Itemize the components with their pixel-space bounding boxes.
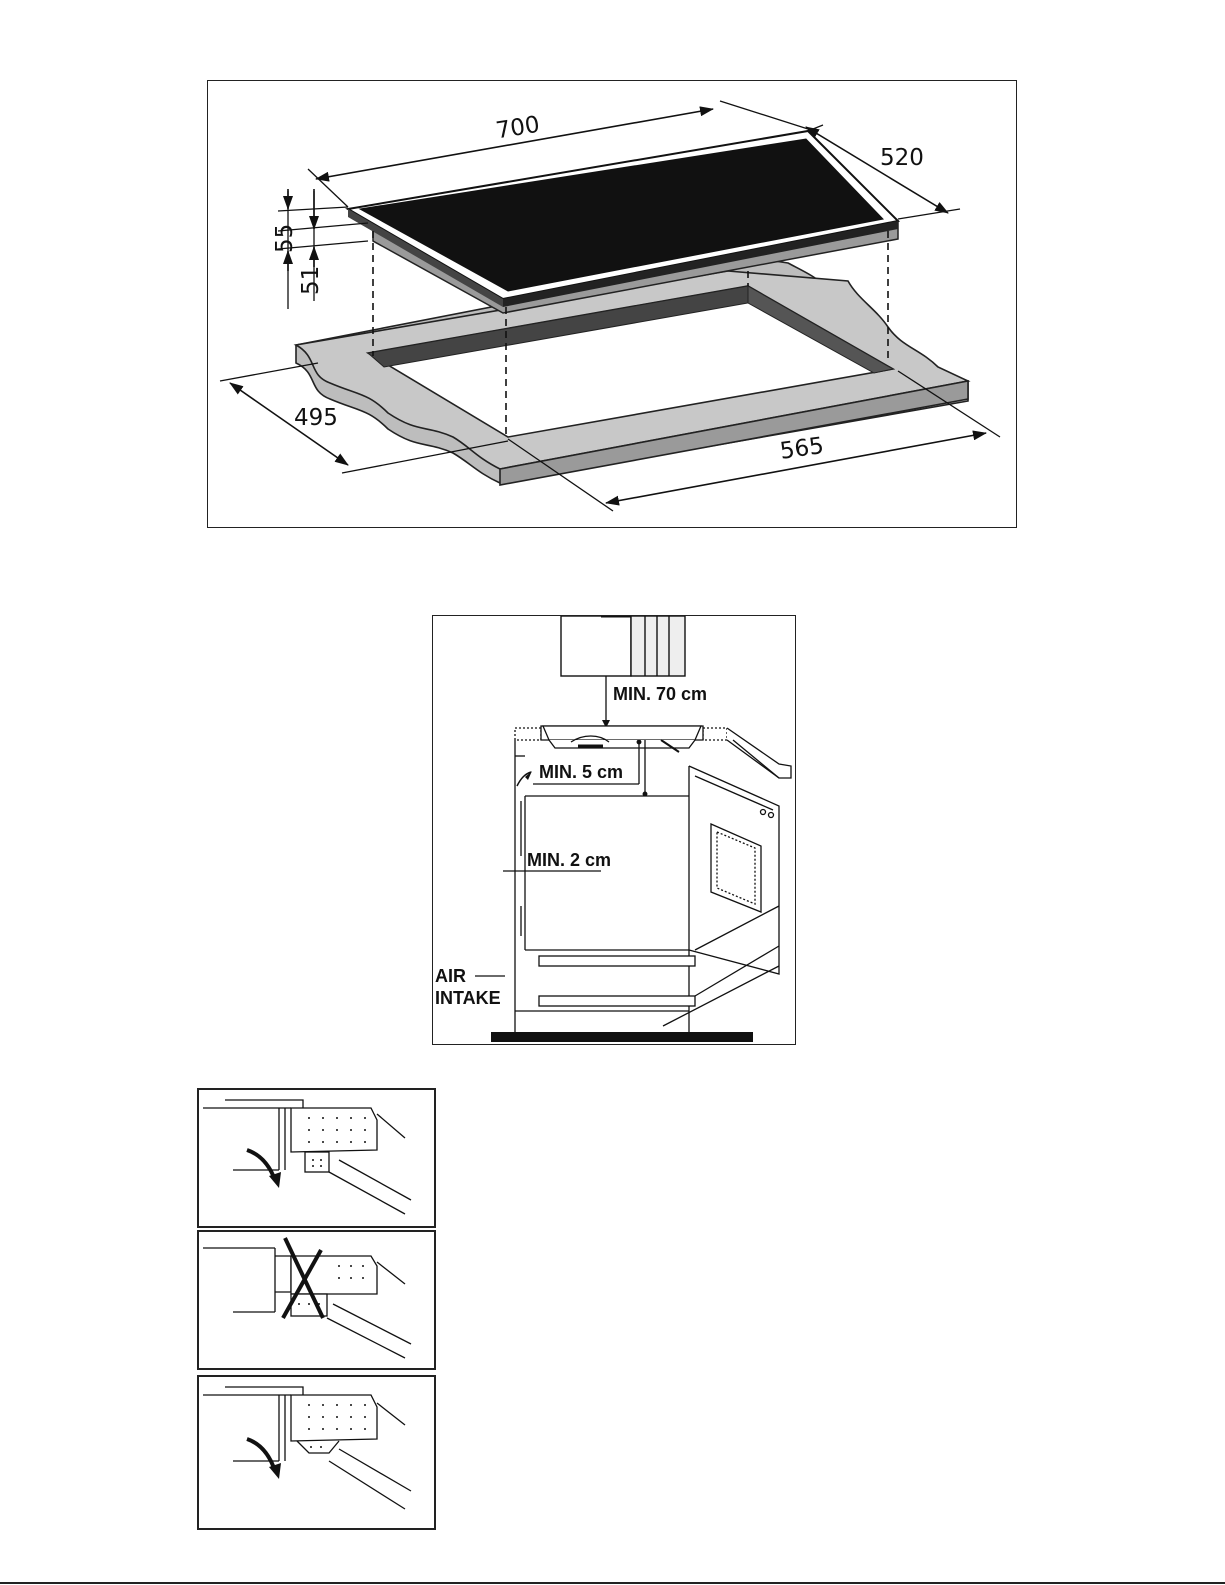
- dim-55-label: 55: [272, 224, 298, 253]
- ventilation-figure: MIN. 70 cm: [432, 615, 796, 1045]
- airflow-correct-figure-2: [197, 1375, 436, 1530]
- dim-520-label: 520: [880, 145, 924, 171]
- dim-495-label: 495: [294, 405, 338, 431]
- air-intake-label-2: INTAKE: [435, 988, 501, 1008]
- air-intake-label-1: AIR: [435, 966, 466, 986]
- airflow-correct-drawing-2: [199, 1377, 436, 1530]
- airflow-correct-drawing-1: [199, 1090, 436, 1228]
- oven: [663, 766, 779, 1026]
- dim-700-label: 700: [494, 112, 541, 145]
- airflow-incorrect-figure: [197, 1230, 436, 1370]
- airflow-incorrect-drawing: [199, 1232, 436, 1370]
- worktop: [296, 257, 968, 485]
- dim-565-label: 565: [778, 433, 825, 465]
- hob-section: [543, 726, 701, 752]
- floor-plinth: [491, 1032, 753, 1042]
- ventilation-drawing: MIN. 70 cm: [433, 616, 796, 1045]
- page-bottom-rule: [0, 1582, 1225, 1584]
- dim-51-label: 51: [298, 266, 324, 295]
- hob-dimensions-figure: 700 520 55 51 495: [207, 80, 1017, 528]
- min-70cm-label: MIN. 70 cm: [613, 684, 707, 704]
- cabinet: [515, 740, 695, 1042]
- airflow-arrow-icon: [247, 1439, 275, 1471]
- range-hood: [561, 616, 685, 676]
- min-5cm-label: MIN. 5 cm: [539, 762, 623, 782]
- min-2cm-label: MIN. 2 cm: [527, 850, 611, 870]
- hob-dimensions-drawing: 700 520 55 51 495: [208, 81, 1017, 528]
- airflow-correct-figure-1: [197, 1088, 436, 1228]
